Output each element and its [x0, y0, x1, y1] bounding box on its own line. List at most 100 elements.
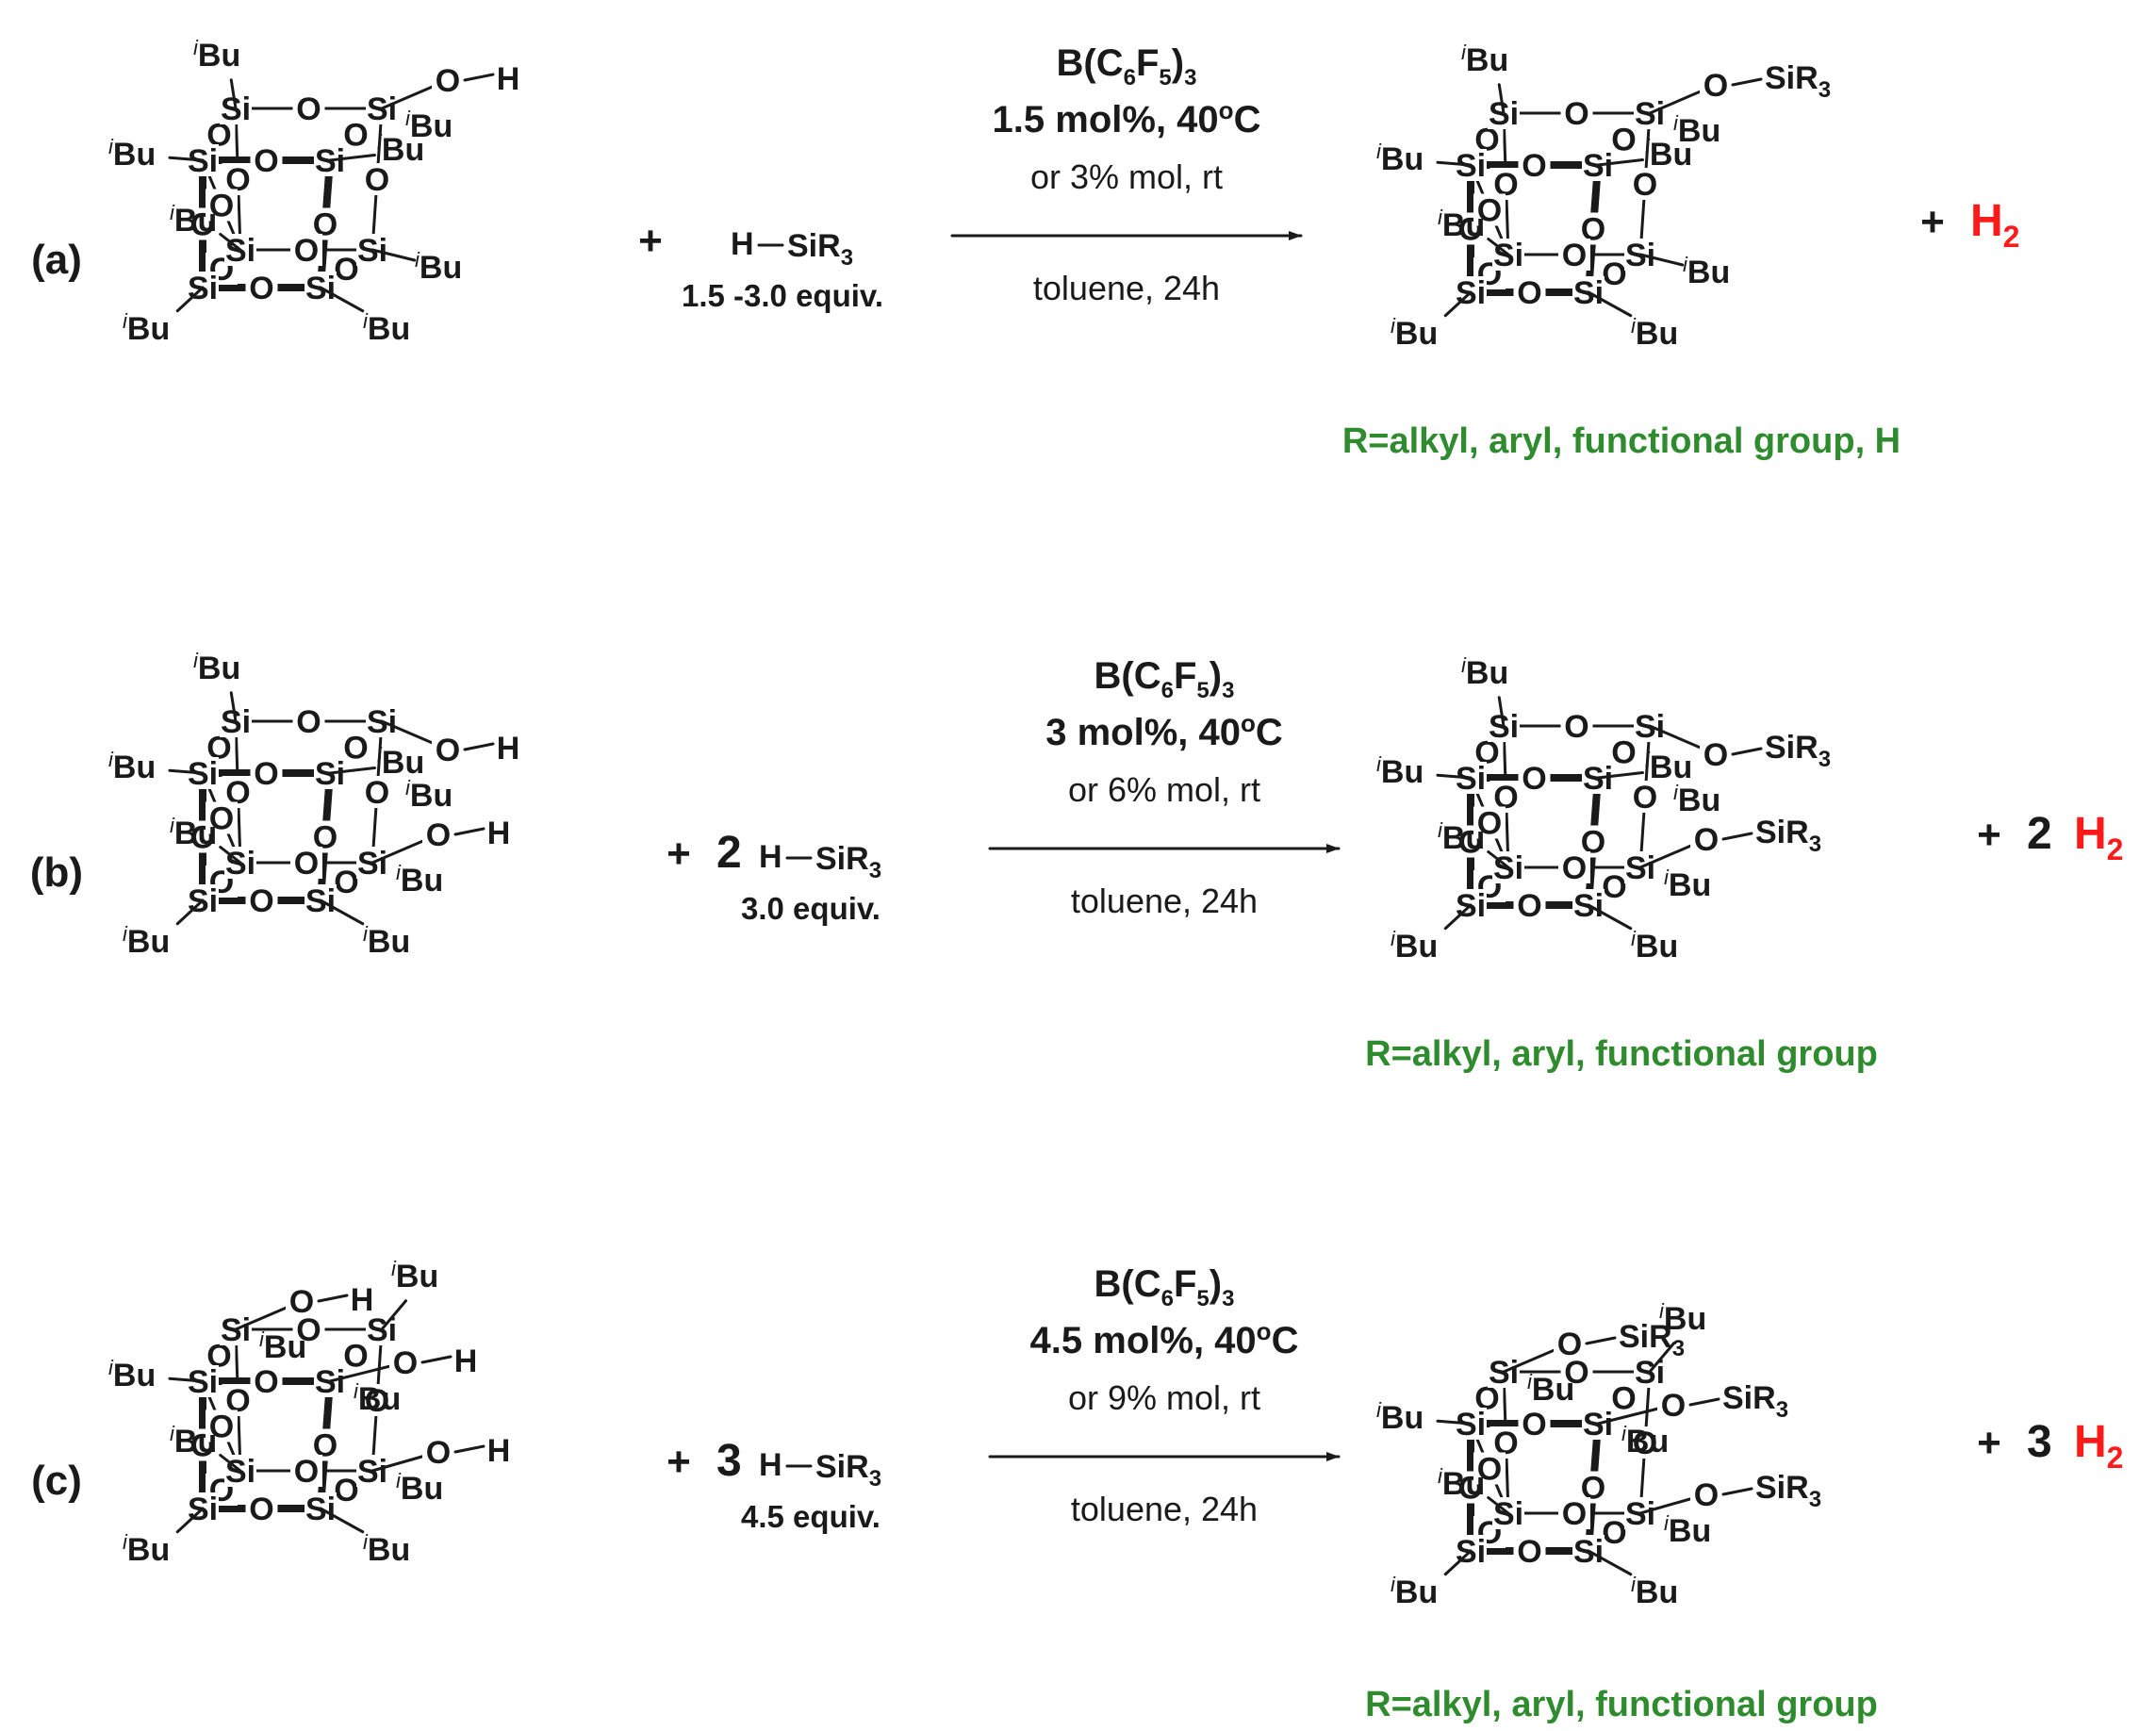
- formula-part: SiR: [1765, 60, 1819, 96]
- formula-part: B(C: [1057, 42, 1124, 84]
- isobutyl-bond: [168, 1377, 205, 1383]
- isobutyl-label: iBu: [405, 776, 453, 814]
- atom-halo: [206, 189, 238, 222]
- formula-part: Bu: [174, 203, 217, 239]
- oxygen-atom: O: [296, 1312, 321, 1348]
- solvent-time: toluene, 24h: [1033, 269, 1220, 307]
- silane-hydrogen: H: [759, 839, 782, 875]
- formula-part: 4.5 mol%, 40: [1030, 1320, 1257, 1361]
- formula-part: i: [123, 309, 128, 333]
- atom-halo: [1473, 1452, 1506, 1485]
- oxygen-atom: O: [1522, 148, 1546, 184]
- highlight-oxygen: O: [1703, 68, 1728, 104]
- formula-part: i: [1376, 1398, 1382, 1422]
- atom-halo: [1560, 97, 1593, 129]
- isobutyl-bond: [219, 846, 242, 865]
- formula-part: Bu: [127, 924, 170, 960]
- formula-part: i: [170, 814, 175, 837]
- isobutyl-bond: [168, 768, 205, 775]
- isobutyl-label: iBu: [170, 201, 217, 239]
- atom-halo: [1513, 1535, 1546, 1567]
- o-si-bond: [1721, 832, 1753, 841]
- formula-part: i: [363, 309, 369, 333]
- formula-part: i: [170, 1422, 175, 1445]
- formula-part: 3: [1809, 1487, 1821, 1512]
- isobutyl-bond: [1497, 83, 1506, 115]
- oxygen-atom: O: [249, 271, 273, 306]
- isobutyl-label: iBu: [193, 36, 240, 74]
- formula-part: i: [396, 861, 402, 884]
- isobutyl-label: iBu: [108, 1356, 156, 1393]
- isobutyl-label: iBu: [170, 1422, 217, 1459]
- formula-part: Bu: [401, 1471, 443, 1507]
- formula-part: Bu: [1626, 1424, 1669, 1459]
- isobutyl-label: iBu: [1391, 314, 1438, 352]
- atom-halo: [1513, 889, 1546, 921]
- isobutyl-bond: [1587, 903, 1633, 931]
- formula-part: i: [1645, 135, 1651, 158]
- oxygen-atom: O: [1611, 1381, 1636, 1417]
- hydroxyl-hydrogen: H: [454, 1344, 478, 1379]
- formula-part: Bu: [198, 651, 240, 686]
- formula-part: SiR: [1755, 815, 1809, 850]
- oxygen-atom: O: [1562, 238, 1587, 273]
- reagent-coefficient: 2: [716, 828, 742, 878]
- oxygen-atom: O: [1477, 193, 1502, 229]
- formula-part: Bu: [264, 1329, 306, 1365]
- isobutyl-label: iBu: [405, 107, 453, 144]
- o-si-bond: [1585, 1336, 1617, 1345]
- isobutyl-label: iBu: [1683, 253, 1730, 290]
- formula-part: Bu: [174, 816, 217, 851]
- formula-part: i: [123, 922, 128, 946]
- formula-part: Bu: [1381, 1400, 1424, 1436]
- isobutyl-label: iBu: [1438, 818, 1485, 856]
- formula-part: Bu: [127, 311, 170, 347]
- o-h-bond: [317, 1294, 349, 1303]
- atom-halo: [1560, 1356, 1593, 1388]
- oxygen-atom: O: [294, 233, 319, 269]
- silyl-group: SiR3: [815, 841, 881, 883]
- isobutyl-label: iBu: [391, 1257, 438, 1294]
- formula-part: Bu: [1442, 820, 1485, 856]
- isobutyl-bond: [1638, 253, 1685, 267]
- formula-part: Bu: [1442, 207, 1485, 243]
- isobutyl-bond: [219, 1454, 242, 1473]
- atom-halo: [245, 1492, 278, 1525]
- isobutyl-label: iBu: [354, 1379, 401, 1417]
- formula-part: i: [1438, 1464, 1443, 1488]
- oxygen-atom: O: [1522, 1407, 1546, 1442]
- silyl-group: SiR3: [1765, 60, 1831, 103]
- isobutyl-bond: [319, 286, 365, 313]
- isobutyl-bond: [1436, 1419, 1473, 1426]
- formula-part: i: [123, 1530, 128, 1554]
- isobutyl-label: iBu: [1659, 1299, 1706, 1337]
- oxygen-atom: O: [1477, 1452, 1502, 1488]
- formula-part: i: [108, 1356, 114, 1379]
- formula-part: i: [1673, 781, 1679, 804]
- highlight-oxygen: O: [1703, 737, 1728, 773]
- isobutyl-label: iBu: [1376, 1398, 1424, 1436]
- formula-part: C: [1256, 712, 1283, 753]
- atom-halo: [361, 163, 393, 195]
- formula-part: B(C: [1094, 655, 1161, 697]
- h2-formula: H2: [1970, 196, 2019, 254]
- formula-part: i: [1438, 818, 1443, 842]
- formula-part: Bu: [1687, 255, 1730, 290]
- formula-part: ): [1210, 655, 1222, 697]
- atom-halo: [1560, 710, 1593, 742]
- alternative-conditions: or 6% mol, rt: [1068, 770, 1260, 809]
- oxygen-atom: O: [334, 252, 358, 288]
- silyl-group: SiR3: [815, 1449, 881, 1492]
- formula-part: Bu: [396, 1259, 438, 1294]
- isobutyl-label: iBu: [1631, 314, 1678, 352]
- formula-part: i: [415, 248, 420, 272]
- catalyst-formula: B(C6F5)3: [1057, 42, 1197, 91]
- formula-part: i: [259, 1327, 265, 1351]
- formula-part: i: [1527, 1370, 1533, 1393]
- atom-halo: [245, 884, 278, 916]
- formula-part: 3: [1776, 1397, 1788, 1423]
- silyl-group: SiR3: [787, 228, 853, 271]
- reagent-equivalents: 4.5 equiv.: [741, 1499, 881, 1534]
- formula-part: H: [1970, 196, 2003, 246]
